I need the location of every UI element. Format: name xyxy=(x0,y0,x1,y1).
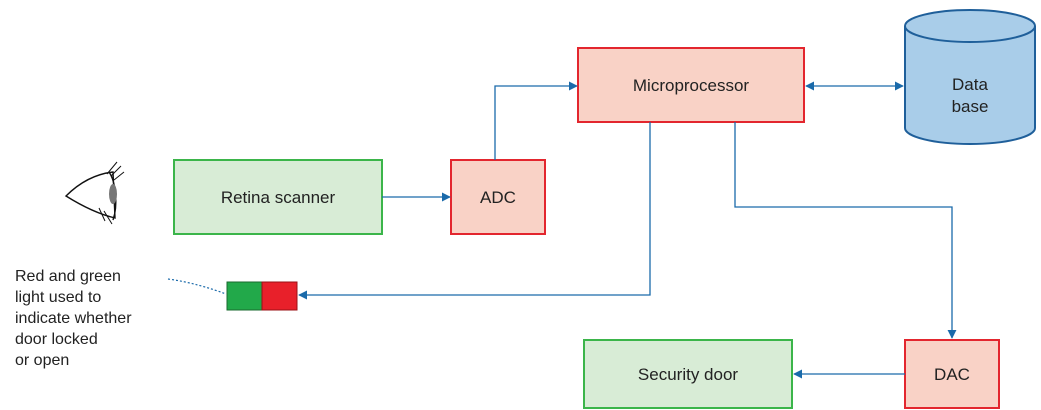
note-line-3: indicate whether xyxy=(15,310,132,327)
database-cylinder: Data base xyxy=(904,9,1036,145)
note-leader-line xyxy=(167,278,227,295)
adc-label: ADC xyxy=(480,188,516,207)
note-line-2: light used to xyxy=(15,289,101,306)
retina-scanner-label: Retina scanner xyxy=(221,188,336,207)
arrow-microprocessor-to-dac xyxy=(734,122,957,339)
dac-label: DAC xyxy=(934,365,970,384)
red-light xyxy=(261,281,298,311)
indicator-note: Red and green light used to indicate whe… xyxy=(15,268,132,369)
indicator-lights xyxy=(226,281,298,311)
note-line-1: Red and green xyxy=(15,268,121,285)
green-light xyxy=(226,281,263,311)
adc-box: ADC xyxy=(450,159,546,235)
dac-box: DAC xyxy=(904,339,1000,409)
microprocessor-box: Microprocessor xyxy=(577,47,805,123)
security-door-label: Security door xyxy=(638,365,738,384)
eye-icon xyxy=(64,161,125,225)
note-line-4: door locked xyxy=(15,331,98,348)
database-label-line1: Data xyxy=(952,75,988,94)
microprocessor-label: Microprocessor xyxy=(633,76,750,95)
retina-scanner-box: Retina scanner xyxy=(173,159,383,235)
arrow-adc-to-microprocessor xyxy=(494,81,578,160)
arrow-microprocessor-to-lights xyxy=(298,122,651,300)
security-door-box: Security door xyxy=(583,339,793,409)
database-label-line2: base xyxy=(952,97,989,116)
note-line-5: or open xyxy=(15,352,69,369)
